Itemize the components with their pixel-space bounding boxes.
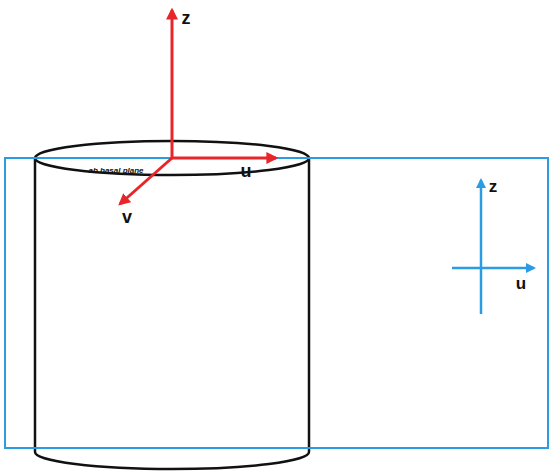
axis-label: v <box>122 208 132 226</box>
cylinder <box>35 141 309 469</box>
uz-plane <box>5 158 548 448</box>
axis-label: z <box>489 178 498 195</box>
plane-label: ab basal plane <box>88 167 143 175</box>
axis-label: u <box>516 275 526 292</box>
axis-label: u <box>241 162 252 180</box>
axis-label: z <box>182 9 191 27</box>
plane-axes <box>452 180 534 314</box>
